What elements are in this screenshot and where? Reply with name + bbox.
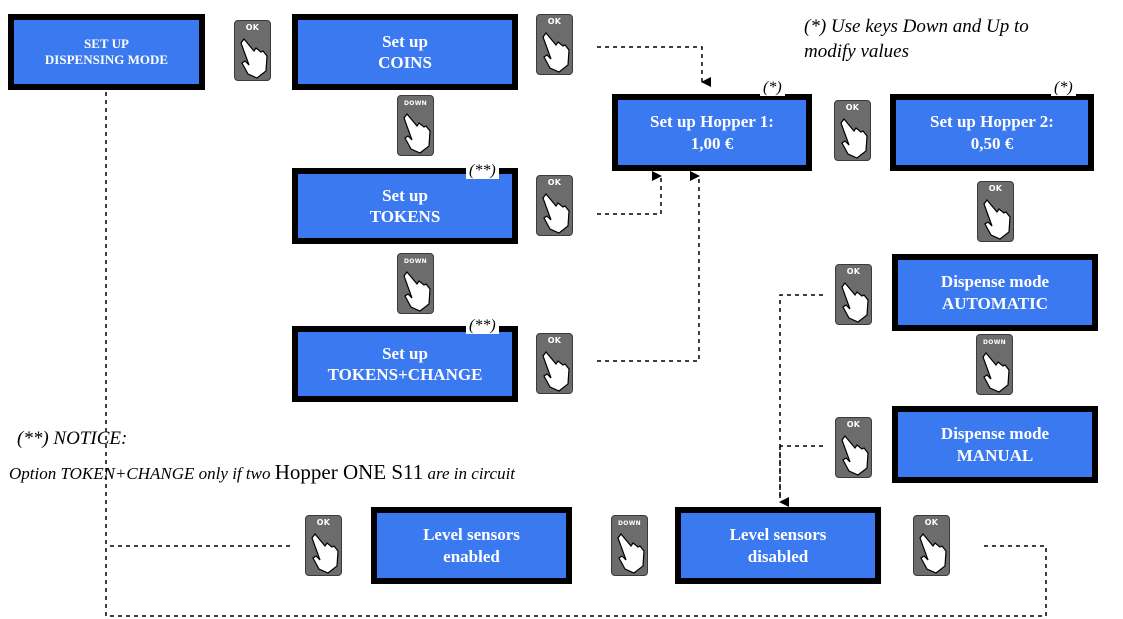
ok-key-icon[interactable]: OK <box>834 100 871 161</box>
down-key-icon[interactable]: DOWN <box>397 253 434 314</box>
ok-key-icon[interactable]: OK <box>835 264 872 325</box>
ok-key-icon[interactable]: OK <box>536 14 573 75</box>
notice-title: (**) NOTICE: <box>17 428 128 449</box>
screen-line-1: Set up <box>382 31 428 51</box>
down-key-icon[interactable]: DOWN <box>611 515 648 576</box>
screen-line-1: Level sensors <box>423 525 520 545</box>
tag-tokens: (**) <box>466 163 499 179</box>
screen-line-2: disabled <box>747 546 809 566</box>
keys-hint-line-2: modify values <box>804 41 910 62</box>
tag-hopper1: (*) <box>760 80 785 96</box>
key-label: OK <box>547 17 562 26</box>
notice-text-c: are in circuit <box>423 464 516 483</box>
screen-line-2: TOKENS <box>369 207 441 226</box>
screen-setup-coins: Set up COINS <box>292 14 518 90</box>
key-label: OK <box>846 420 861 429</box>
key-label: DOWN <box>618 520 641 527</box>
screen-setup-hopper1: Set up Hopper 1:1,00 € <box>612 94 812 171</box>
arrow-tokens-to-hopper1 <box>597 171 662 215</box>
arrow-coins-to-hopper1 <box>597 46 711 87</box>
down-key-icon[interactable]: DOWN <box>976 334 1013 395</box>
key-label: DOWN <box>404 100 427 107</box>
down-key-icon[interactable]: DOWN <box>397 95 434 156</box>
screen-line-2: TOKENS+CHANGE <box>327 365 483 384</box>
screen-line-2: enabled <box>443 546 500 566</box>
ok-key-icon[interactable]: OK <box>536 175 573 236</box>
line-disabled-loop <box>106 545 1047 617</box>
screen-line-2: AUTOMATIC <box>941 293 1049 313</box>
screen-line-1: Set up Hopper 2: <box>930 112 1054 132</box>
key-label: OK <box>316 518 331 527</box>
screen-setup-tokens-change: Set up TOKENS+CHANGE <box>292 326 518 402</box>
key-label: DOWN <box>983 339 1006 346</box>
key-label: OK <box>245 23 260 32</box>
key-label: OK <box>547 336 562 345</box>
keys-hint-note: (*) Use keys Down and Up to modify value… <box>804 14 1029 64</box>
notice-text-b: Hopper ONE S11 <box>274 460 424 484</box>
ok-key-icon[interactable]: OK <box>536 333 573 394</box>
screen-line-1: SET UP <box>84 35 129 51</box>
tag-hopper2: (*) <box>1051 80 1076 96</box>
screen-line-1: Set up Hopper 1: <box>650 112 774 132</box>
ok-key-icon[interactable]: OK <box>835 417 872 478</box>
ok-key-icon[interactable]: OK <box>977 181 1014 242</box>
key-label: OK <box>988 184 1003 193</box>
arrow-tokens-change-to-hopper1 <box>597 171 700 362</box>
notice-text-a: Option TOKEN+CHANGE only if two <box>9 464 275 483</box>
screen-line-1: Set up <box>382 343 428 363</box>
ok-key-icon[interactable]: OK <box>305 515 342 576</box>
screen-line-1: Set up <box>382 185 428 205</box>
screen-line-2: 0,50 € <box>970 133 1014 153</box>
screen-line-2: 1,00 € <box>690 133 734 153</box>
screen-line-1: Level sensors <box>729 525 827 545</box>
tag-tokens-change: (**) <box>466 318 499 334</box>
screen-line-1: Dispense mode <box>940 424 1050 444</box>
key-label: DOWN <box>404 258 427 265</box>
screen-line-2: DISPENSING MODE <box>44 52 169 67</box>
screen-line-2: COINS <box>378 53 432 72</box>
screen-line-2: MANUAL <box>956 445 1034 465</box>
ok-key-icon[interactable]: OK <box>234 20 271 81</box>
key-label: OK <box>845 103 860 112</box>
key-label: OK <box>924 518 939 527</box>
screen-setup-hopper2: Set up Hopper 2:0,50 € <box>890 94 1094 171</box>
screen-setup-tokens: Set up TOKENS <box>292 168 518 244</box>
ok-key-icon[interactable]: OK <box>913 515 950 576</box>
key-label: OK <box>846 267 861 276</box>
line-automatic-branch <box>779 294 823 500</box>
notice-text: Option TOKEN+CHANGE only if two Hopper O… <box>9 460 515 485</box>
screen-line-1: Dispense mode <box>940 272 1050 292</box>
key-label: OK <box>547 178 562 187</box>
keys-hint-line-1: (*) Use keys Down and Up to <box>804 16 1029 37</box>
